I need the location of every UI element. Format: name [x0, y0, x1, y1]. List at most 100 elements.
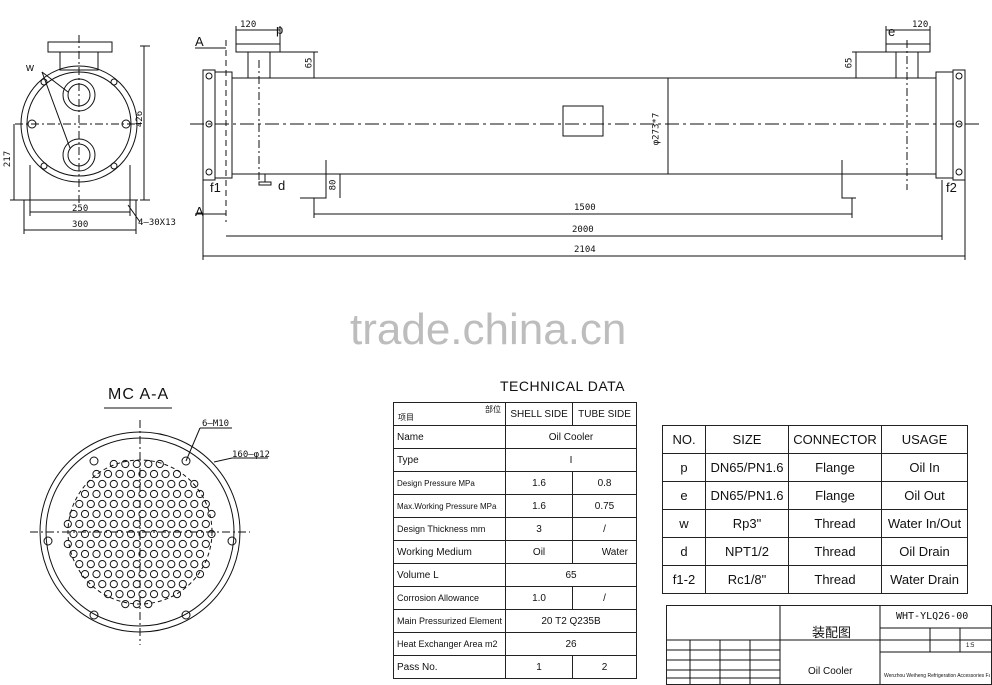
- tube-hole: [161, 489, 170, 499]
- tube-hole: [115, 529, 124, 539]
- tube-hole: [121, 459, 130, 469]
- tube-hole: [92, 509, 101, 519]
- tube-hole: [195, 529, 205, 539]
- header-item-cell: 项目 部位: [392, 402, 507, 426]
- dim-120-left: 120: [240, 20, 257, 30]
- tube-hole: [115, 590, 124, 599]
- tube-hole: [172, 469, 182, 479]
- cell-usage: Oil Drain: [881, 537, 968, 566]
- tube-hole: [63, 519, 72, 529]
- tube-hole: [184, 570, 193, 579]
- row-label: Working Medium: [392, 540, 507, 564]
- tube-hole: [98, 539, 107, 549]
- row-label: Corrosion Allowance: [392, 586, 507, 610]
- tube-hole: [121, 499, 130, 509]
- drain-label-f1: f1: [210, 180, 221, 195]
- dim-65-right: 65: [844, 57, 855, 69]
- tube-hole: [138, 469, 147, 479]
- title-block-lines: [666, 605, 992, 685]
- tube-hole: [86, 519, 95, 529]
- tube-hole: [75, 560, 84, 569]
- tube-hole: [167, 499, 176, 509]
- tube-hole: [172, 590, 182, 599]
- nozzle-label-w: w: [26, 62, 34, 74]
- header-shell: SHELL SIDE: [505, 402, 574, 426]
- tube-hole: [109, 580, 118, 589]
- tube-hole: [109, 560, 118, 569]
- tube-hole: [167, 519, 176, 529]
- row-value: 20 T2 Q235B: [505, 609, 637, 633]
- tube-hole: [201, 499, 210, 509]
- tube-hole: [86, 479, 95, 489]
- tube-hole: [98, 479, 107, 489]
- tube-hole: [132, 600, 141, 609]
- tube-hole: [149, 489, 159, 499]
- product-name: Oil Cooler: [808, 666, 853, 677]
- tube-hole: [144, 560, 153, 569]
- tube-hole: [86, 539, 95, 549]
- tube-hole: [149, 529, 159, 539]
- tube-hole: [190, 560, 199, 569]
- front-view: [190, 26, 980, 260]
- drain-label-f2: f2: [946, 180, 957, 195]
- row-shell: 1.6: [505, 494, 574, 518]
- tube-hole: [98, 519, 107, 529]
- tube-hole: [161, 590, 170, 599]
- row-shell: 1.0: [505, 586, 574, 610]
- tube-hole: [86, 560, 95, 569]
- tube-hole: [155, 479, 164, 489]
- dim-2104: 2104: [574, 245, 596, 255]
- tube-hole: [195, 509, 205, 519]
- cell-size: NPT1/2: [705, 537, 789, 566]
- tube-hole: [109, 479, 118, 489]
- tube-hole: [115, 489, 124, 499]
- cell-size: DN65/PN1.6: [705, 453, 789, 482]
- row-label: Type: [392, 448, 507, 472]
- tube-hole: [138, 570, 147, 579]
- side-view: [10, 35, 150, 234]
- tube-hole: [138, 549, 147, 559]
- dim-250: 250: [72, 204, 89, 214]
- cell-no: d: [662, 537, 706, 566]
- row-label: Design Pressure MPa: [392, 471, 507, 495]
- tube-hole: [132, 479, 141, 489]
- tube-hole: [155, 499, 164, 509]
- tube-hole: [126, 529, 136, 539]
- nozzle-label-p: p: [276, 22, 284, 37]
- tube-hole: [149, 509, 159, 519]
- header-tube: TUBE SIDE: [572, 402, 637, 426]
- dim-1500: 1500: [574, 203, 596, 213]
- tube-hole: [195, 489, 205, 499]
- tube-hole: [190, 539, 199, 549]
- tube-hole: [155, 580, 164, 589]
- tube-hole: [144, 580, 153, 589]
- tube-hole: [126, 570, 136, 579]
- tube-hole: [161, 529, 170, 539]
- row-label: Heat Exchanger Area m2: [392, 632, 507, 656]
- row-shell: Oil: [505, 540, 574, 564]
- section-marker-top: A: [195, 34, 204, 49]
- tube-hole: [80, 570, 90, 579]
- tube-hole: [126, 469, 136, 479]
- tube-hole: [121, 600, 130, 609]
- tube-hole: [155, 519, 164, 529]
- tube-hole: [69, 509, 78, 519]
- tube-hole: [132, 459, 141, 469]
- tube-hole: [178, 580, 187, 589]
- tube-hole: [115, 549, 124, 559]
- dim-65-left: 65: [304, 57, 315, 69]
- cell-no: e: [662, 481, 706, 510]
- tube-hole: [201, 539, 210, 549]
- row-value: 26: [505, 632, 637, 656]
- tube-hole: [161, 549, 170, 559]
- tube-hole: [167, 580, 176, 589]
- col-header-no: NO.: [662, 425, 706, 454]
- tube-hole: [92, 529, 101, 539]
- tube-hole: [149, 549, 159, 559]
- tube-hole: [190, 499, 199, 509]
- tube-hole: [144, 499, 153, 509]
